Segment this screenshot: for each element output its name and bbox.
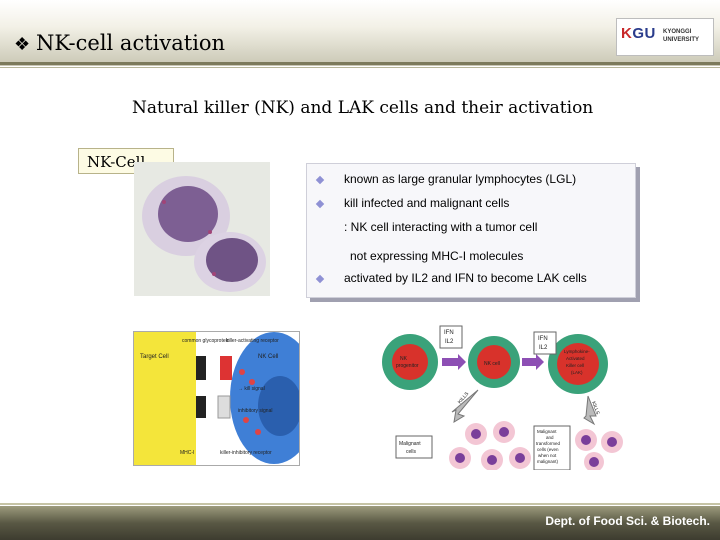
granule	[212, 272, 216, 276]
nk-cell-micrograph	[134, 162, 270, 296]
bullet-diamond-icon	[315, 175, 325, 185]
granule	[208, 230, 212, 234]
nk-progenitor-label-2: progenitor	[396, 363, 419, 369]
lak-label-3: Killer cell	[566, 363, 584, 368]
lak-activation-diagram: NK progenitor NK cell Lymphokine- Activa…	[374, 324, 624, 470]
university-logo: KGU KYONGGI UNIVERSITY	[616, 18, 714, 56]
bullet-textbox: known as large granular lymphocytes (LGL…	[306, 163, 636, 298]
header-band	[0, 0, 720, 66]
transformed-label-4: cells (even	[537, 447, 559, 452]
granule	[255, 429, 261, 435]
footer-department: Dept. of Food Sci. & Biotech.	[545, 514, 710, 528]
kills-arrow-1	[451, 389, 479, 423]
lak-label-2: Activated	[566, 356, 585, 361]
logo-text: KYONGGI UNIVERSITY	[663, 29, 700, 43]
nk-progenitor-nucleus	[392, 344, 428, 380]
ifn-il2-box-1	[439, 325, 463, 349]
transformed-label-1: Malignant	[537, 429, 557, 434]
il2-label-1: IL2	[445, 339, 454, 345]
kill-signal-label: → kill signal	[238, 386, 265, 392]
tumor-cell-nucleus	[515, 453, 525, 463]
inhibitory-receptor	[217, 395, 231, 419]
arrow-1	[442, 354, 466, 370]
transformed-label-3: transformed	[536, 441, 561, 446]
title-bullet-icon: ❖	[14, 34, 31, 54]
tumor-cell-nucleus	[589, 457, 599, 467]
activating-receptor	[220, 356, 232, 380]
tumor-cell-nucleus	[499, 427, 509, 437]
header-rule-thin	[0, 67, 720, 68]
section-subtitle: Natural killer (NK) and LAK cells and th…	[132, 98, 594, 118]
granule	[162, 200, 166, 204]
bullet-diamond-icon	[315, 199, 325, 209]
slide-title: NK-cell activation	[36, 31, 226, 55]
mhc-i-label: MHC-I	[180, 450, 194, 456]
bullet-subitem-mhc: not expressing MHC-I molecules	[350, 249, 524, 263]
logo-mark: KGU	[621, 25, 656, 42]
bullet-subitem-interacting: : NK cell interacting with a tumor cell	[344, 220, 538, 234]
micrograph-image	[142, 176, 266, 292]
arrow-2	[522, 354, 544, 370]
tumor-cell-nucleus	[455, 453, 465, 463]
ifn-label-2: IFN	[538, 336, 548, 342]
malignant-label-1: Malignant	[399, 441, 421, 447]
nk-cell-label-small: NK Cell	[258, 354, 278, 360]
lak-label-4: (LAK)	[571, 370, 583, 375]
bullet-item-lak: activated by IL2 and IFN to become LAK c…	[344, 271, 587, 285]
lak-label-1: Lymphokine-	[564, 349, 590, 354]
malignant-label-2: cells	[406, 449, 417, 455]
malignant-cells-box	[395, 435, 433, 459]
interaction-diagram-svg: Target Cell NK Cell common glycoprotein …	[134, 332, 299, 465]
granule	[243, 417, 249, 423]
nk-cell-nucleus-2	[477, 345, 511, 379]
header-rule	[0, 62, 720, 65]
tumor-cell-nucleus	[471, 429, 481, 439]
nk-cell-label: NK-Cell	[78, 148, 174, 174]
bullet-diamond-icon	[315, 274, 325, 284]
inhibitory-signal-label: inhibitory signal	[238, 408, 272, 414]
bullet-item-kill: kill infected and malignant cells	[344, 196, 510, 210]
transformed-label-2: and	[546, 435, 554, 440]
ifn-label-1: IFN	[444, 330, 454, 336]
il2-label-2: IL2	[539, 345, 548, 351]
tumor-cell-nucleus	[607, 437, 617, 447]
tumor-cell-nucleus	[581, 435, 591, 445]
granule	[239, 369, 245, 375]
kills-label-2: KILLS	[590, 401, 601, 416]
glycoprotein-receptor	[196, 356, 206, 380]
target-cell-label: Target Cell	[140, 354, 169, 360]
granule	[249, 379, 255, 385]
lak-cell-nucleus	[557, 343, 599, 385]
nk-target-interaction-diagram: Target Cell NK Cell common glycoprotein …	[133, 331, 300, 466]
footer-rule	[0, 503, 720, 505]
common-glycoprotein-label: common glycoprotein	[182, 338, 230, 344]
mhc-i-molecule	[196, 396, 206, 418]
target-cell-shape	[134, 332, 196, 465]
lak-diagram-svg: NK progenitor NK cell Lymphokine- Activa…	[382, 325, 623, 470]
kills-arrow-2	[583, 395, 597, 426]
nk-progenitor-label-1: NK	[400, 356, 408, 362]
transformed-label-5: when not	[538, 453, 557, 458]
ifn-il2-box-2	[533, 331, 557, 355]
nk-cell-label-diagram: NK cell	[484, 361, 500, 367]
footer-band	[0, 506, 720, 540]
killer-inhibitory-label: killer-inhibitory receptor	[220, 450, 272, 456]
bullet-item-lgl: known as large granular lymphocytes (LGL…	[344, 172, 577, 186]
cell-nucleus-2	[206, 238, 258, 282]
nk-cell-nucleus	[258, 376, 299, 436]
cell-nucleus-1	[158, 186, 218, 242]
killer-activating-label: killer-activating receptor	[226, 338, 279, 344]
transformed-cells-box	[533, 425, 571, 470]
transformed-label-6: malignant)	[537, 459, 559, 464]
tumor-cell-nucleus	[487, 455, 497, 465]
